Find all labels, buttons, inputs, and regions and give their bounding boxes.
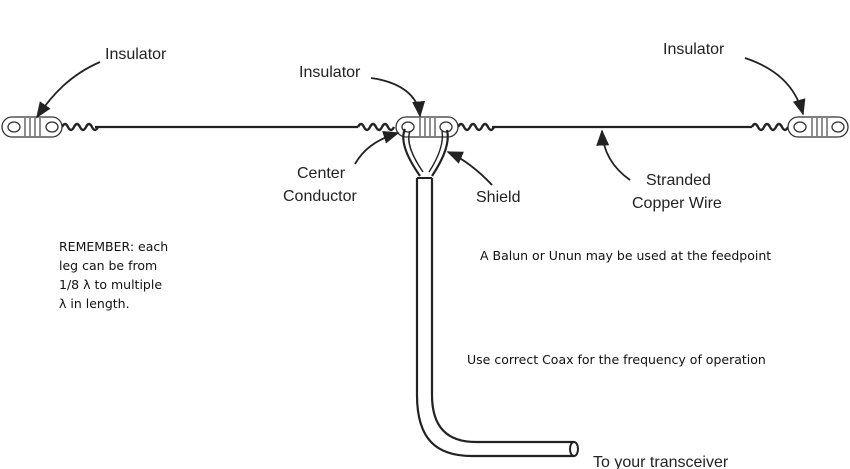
- center-conductor-lead-inner: [408, 130, 424, 173]
- right-end-wire-wrap: [750, 122, 790, 132]
- center-right-wire-wrap: [456, 122, 496, 132]
- label-insulator-left: Insulator: [105, 46, 167, 63]
- arrow-to-left-insulator: [36, 61, 101, 119]
- coax-cable: [415, 177, 579, 458]
- arrow-to-shield: [446, 151, 493, 186]
- label-insulator-right: Insulator: [663, 41, 725, 58]
- arrow-to-right-insulator: [744, 57, 806, 116]
- label-shield: Shield: [476, 189, 520, 206]
- label-transceiver: To your transceiver: [593, 454, 729, 469]
- note-remember-line1: REMEMBER: each: [59, 239, 168, 254]
- center-left-wire-wrap: [356, 122, 396, 132]
- label-center-conductor-line2: Conductor: [283, 188, 357, 205]
- label-center-conductor-line1: Center: [297, 165, 346, 182]
- arrow-to-center-conductor: [354, 131, 400, 165]
- label-stranded-line2: Copper Wire: [632, 195, 722, 212]
- shield-braid-lead-inner: [428, 130, 444, 173]
- label-insulator-center: Insulator: [299, 64, 361, 81]
- note-coax: Use correct Coax for the frequency of op…: [467, 352, 766, 367]
- note-balun: A Balun or Unun may be used at the feedp…: [480, 248, 771, 263]
- center-conductor-lead: [402, 128, 421, 177]
- label-stranded-line1: Stranded: [646, 172, 711, 189]
- shield-braid-lead: [431, 129, 449, 177]
- left-end-wire-wrap: [60, 122, 100, 132]
- note-remember-line4: λ in length.: [59, 296, 130, 311]
- arrow-to-center-insulator: [370, 77, 426, 118]
- note-remember-line3: 1/8 λ to multiple: [59, 277, 162, 292]
- left-insulator: [1, 116, 63, 138]
- right-insulator: [787, 116, 849, 138]
- note-remember-line2: leg can be from: [59, 258, 157, 273]
- arrow-to-stranded-wire: [596, 129, 631, 181]
